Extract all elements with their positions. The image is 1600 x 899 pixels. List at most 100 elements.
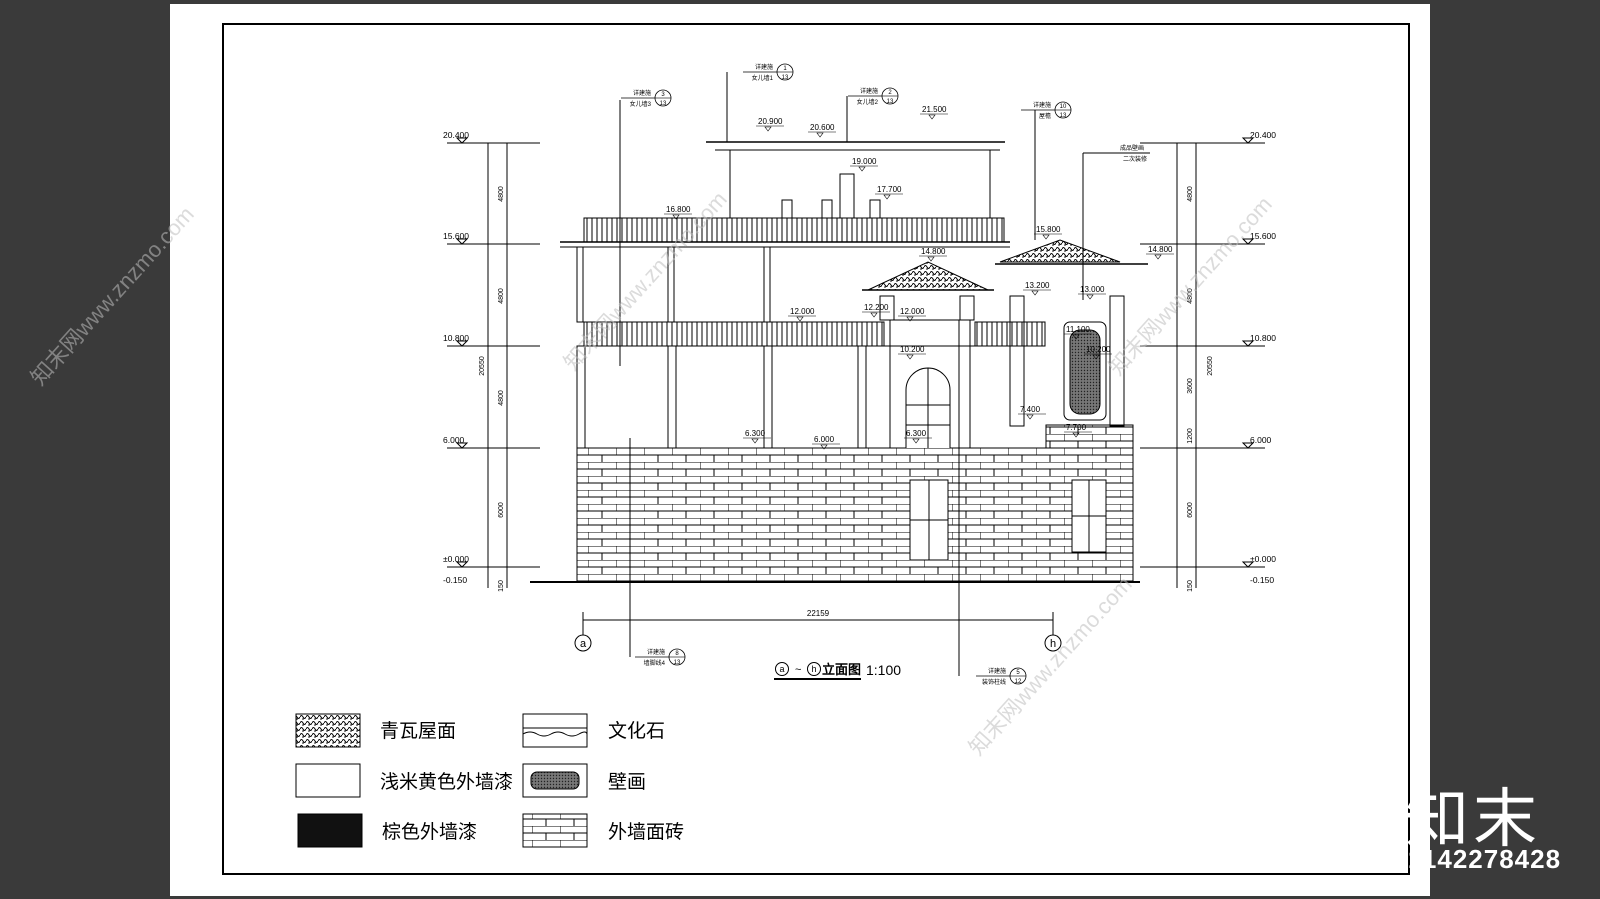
legend-label-tile-roof: 青瓦屋面 <box>380 720 457 742</box>
level-left: 15.600 <box>443 231 469 241</box>
callout-sheet: 12 <box>1015 679 1022 685</box>
dim-right: 3600 <box>1187 378 1194 394</box>
elevation-mark: 6.000 <box>814 435 835 444</box>
callout-title: 详建施 <box>633 89 651 97</box>
legend-swatch-brick <box>522 813 588 848</box>
level-right: 10.800 <box>1250 333 1276 343</box>
elevation-mark: 6.300 <box>906 429 927 438</box>
title-scale: 1:100 <box>866 662 901 678</box>
dim-left: 150 <box>498 580 505 592</box>
axis-h-label: h <box>1050 638 1056 650</box>
dim-right: 4800 <box>1187 186 1194 202</box>
callout-num: 8 <box>675 651 679 657</box>
title-text: 立面图 <box>822 662 861 677</box>
callout-sub: 女儿墙3 <box>630 100 652 108</box>
dim-left: 4800 <box>498 390 505 406</box>
level-left: 20.400 <box>443 130 469 140</box>
callout-sub: 屋檐 <box>1039 112 1051 120</box>
elevation-mark: 15.800 <box>1036 225 1061 234</box>
callout-title: 详建施 <box>860 87 878 95</box>
drawing-title: a ~ h 立面图 1:100 <box>774 662 901 680</box>
dim-right: 6000 <box>1187 502 1194 518</box>
legend <box>295 713 588 848</box>
elevation-mark: 20.600 <box>810 123 835 132</box>
watermark-id: ID: 1142278428 <box>1362 844 1562 874</box>
legend-swatch-blank <box>295 763 361 798</box>
dimension-lines <box>487 143 1197 632</box>
callout-sheet: 13 <box>660 101 667 107</box>
dim-right: 1200 <box>1187 428 1194 444</box>
overall-width-dim: 22159 <box>807 609 830 618</box>
level-right: 15.600 <box>1250 231 1276 241</box>
axis-h: h <box>1044 620 1062 652</box>
callout-title: 详建施 <box>755 63 773 71</box>
dim-right: 150 <box>1187 580 1194 592</box>
level-right: 6.000 <box>1250 435 1272 445</box>
legend-label-brick: 外墙面砖 <box>608 821 685 843</box>
elevation-mark: 10.200 <box>900 345 925 354</box>
dim-left-total: 20550 <box>479 356 486 376</box>
elevation-mark: 12.000 <box>900 307 925 316</box>
elevation-mark: 21.500 <box>922 105 947 114</box>
building <box>530 72 1148 676</box>
elevation-mark: 13.200 <box>1025 281 1050 290</box>
level-left: 6.000 <box>443 435 465 445</box>
callout-sheet: 13 <box>1060 113 1067 119</box>
callout-num: 2 <box>888 90 892 96</box>
title-axis-start: a <box>779 664 784 674</box>
note-finished-2: 二次装修 <box>1123 155 1147 163</box>
elevation-mark: 12.000 <box>790 307 815 316</box>
callout-sheet: 13 <box>887 99 894 105</box>
elevation-mark: 12.200 <box>864 303 889 312</box>
callout-num: 1 <box>783 66 787 72</box>
elevation-mark: 10.200 <box>1086 345 1111 354</box>
level-right: ±0.000 <box>1250 554 1276 564</box>
legend-swatch-culture-stone <box>522 713 588 748</box>
callout-num: 5 <box>1016 670 1020 676</box>
callout-sheet: 13 <box>674 660 681 666</box>
level-left: 10.800 <box>443 333 469 343</box>
elevation-mark: 11.100 <box>1066 325 1090 334</box>
callout-sub: 墙脚线4 <box>644 659 666 667</box>
legend-label-blank: 浅米黄色外墙漆 <box>380 771 514 793</box>
legend-label-mural: 壁画 <box>608 771 647 793</box>
callout-title: 详建施 <box>647 648 665 656</box>
legend-label-dark: 棕色外墙漆 <box>382 821 478 843</box>
callouts: 详建施女儿墙3313详建施女儿墙1113详建施女儿墙2213详建施屋檐1013详… <box>621 63 1072 686</box>
elevation-mark: 20.900 <box>758 117 783 126</box>
elevation-marks: 20.90020.60021.50019.00017.70016.80015.8… <box>664 105 1174 450</box>
dim-left: 4800 <box>498 288 505 304</box>
legend-swatch-tile-roof <box>295 713 361 748</box>
axis-a-label: a <box>580 638 587 650</box>
axis-a: a <box>574 620 592 652</box>
elevation-mark: 13.000 <box>1080 285 1105 294</box>
svg-text:~: ~ <box>795 664 801 676</box>
callout-sheet: 13 <box>782 75 789 81</box>
elevation-mark: 14.800 <box>921 247 946 256</box>
callout-num: 3 <box>661 92 665 98</box>
callout-num: 10 <box>1060 104 1067 110</box>
callout-sub: 女儿墙2 <box>857 98 879 106</box>
elevation-mark: 17.700 <box>877 185 902 194</box>
drawing-frame <box>222 23 1410 875</box>
elevation-mark: 14.800 <box>1148 245 1173 254</box>
level-left: -0.150 <box>443 575 467 585</box>
dim-right: 4800 <box>1187 288 1194 304</box>
dim-left: 6000 <box>498 502 505 518</box>
note-finished-1: 成品壁画 <box>1120 144 1144 152</box>
level-right: 20.400 <box>1250 130 1276 140</box>
legend-swatch-dark <box>297 813 363 848</box>
elevation-mark: 16.800 <box>666 205 691 214</box>
level-labels-left: 20.400 15.600 10.800 6.000 ±0.000 -0.150 <box>443 130 469 585</box>
level-left: ±0.000 <box>443 554 469 564</box>
legend-swatch-mural <box>522 763 588 798</box>
